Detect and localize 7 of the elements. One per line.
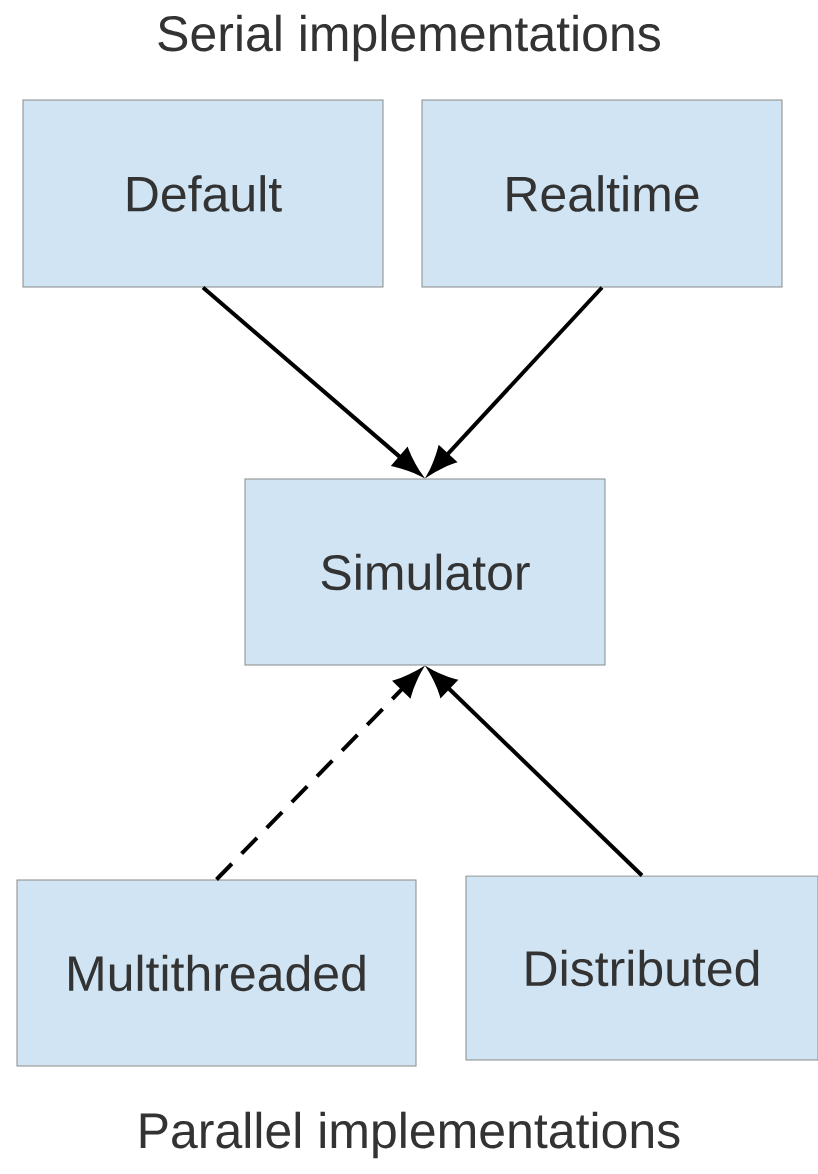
process-box: Simulator [244, 478, 606, 666]
process-box: Default [22, 99, 384, 288]
process-box: Multithreaded [16, 879, 417, 1067]
process-box: Distributed [465, 875, 818, 1061]
heading: Parallel implementations [140, 1111, 680, 1159]
process-box: Realtime [421, 99, 783, 288]
heading: Serial implementations [158, 14, 660, 62]
